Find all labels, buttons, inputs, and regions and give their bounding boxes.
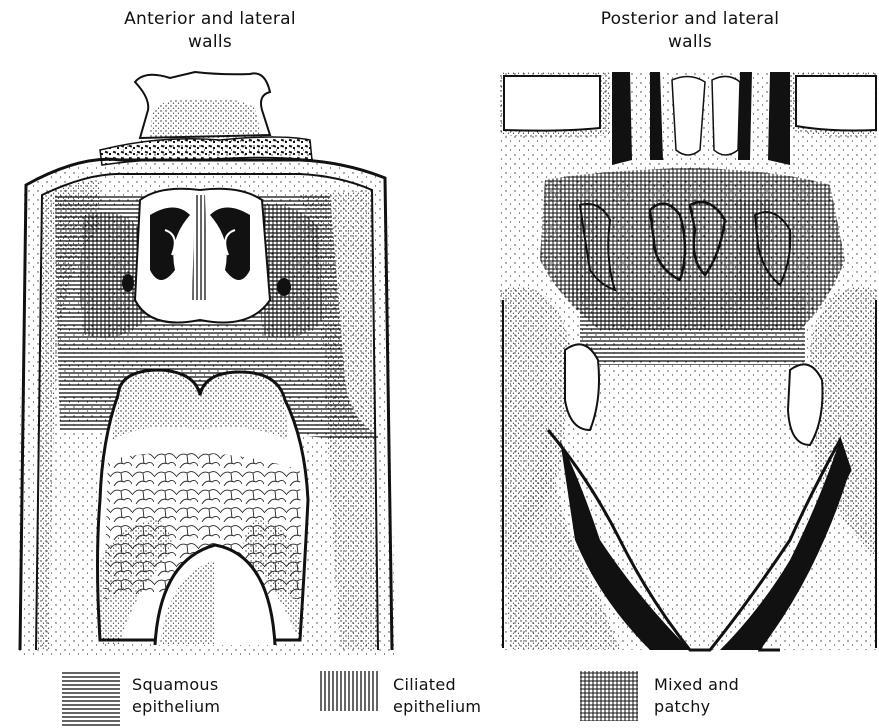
legend-label-line2: epithelium bbox=[393, 696, 481, 718]
legend-item-mixed: Mixed and patchy bbox=[654, 674, 739, 718]
legend-label-line2: patchy bbox=[654, 696, 739, 718]
legend-swatch-crosshatch bbox=[580, 671, 638, 721]
right-posterior-panel bbox=[500, 72, 878, 650]
legend-label-line1: Squamous bbox=[132, 674, 220, 696]
legend-item-squamous: Squamous epithelium bbox=[132, 674, 220, 718]
legend-label-line2: epithelium bbox=[132, 696, 220, 718]
left-anterior-panel bbox=[18, 72, 395, 655]
legend-swatch-vertical-lines bbox=[320, 671, 378, 711]
legend-label-line1: Mixed and bbox=[654, 674, 739, 696]
legend-item-ciliated: Ciliated epithelium bbox=[393, 674, 481, 718]
legend-label-line1: Ciliated bbox=[393, 674, 481, 696]
legend-swatch-horizontal-lines bbox=[62, 671, 120, 727]
